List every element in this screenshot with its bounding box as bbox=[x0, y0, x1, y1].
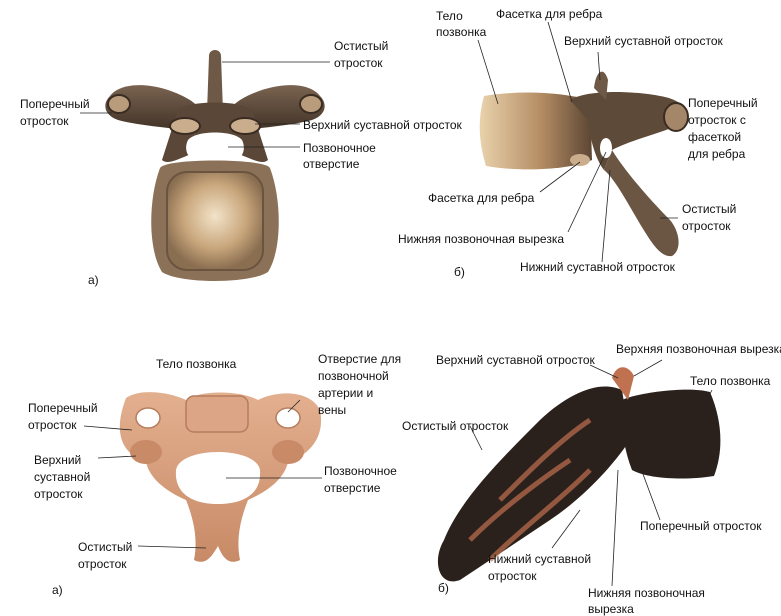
label-transverse-1b: отросток bbox=[20, 114, 69, 128]
panel-letter-4: б) bbox=[438, 581, 449, 595]
label-artery-3b: позвоночной bbox=[318, 369, 389, 383]
label-spinous-2b: отросток bbox=[682, 219, 731, 233]
label-spinous-4: Остистый отросток bbox=[402, 419, 509, 433]
lumbar-side-view bbox=[438, 367, 720, 581]
label-artery-3d: вены bbox=[318, 403, 346, 417]
panel-letter-1: а) bbox=[88, 273, 99, 287]
label-transverse-facet-2a: Поперечный bbox=[688, 96, 758, 110]
label-foramen-1a: Позвоночное bbox=[303, 141, 376, 155]
thoracic-side-view bbox=[480, 72, 688, 257]
label-rib-facet-2top: Фасетка для ребра bbox=[496, 7, 603, 21]
label-inferior-articular-4a: Нижний суставной bbox=[488, 552, 591, 566]
label-superior-articular-1: Верхний суставной отросток bbox=[303, 118, 462, 132]
label-spinous-3b: отросток bbox=[78, 557, 127, 571]
label-spinous-3a: Остистый bbox=[78, 540, 132, 554]
label-body-2a: Тело bbox=[436, 9, 463, 23]
label-foramen-3a: Позвоночное bbox=[324, 464, 397, 478]
label-spinous-2a: Остистый bbox=[682, 202, 736, 216]
label-inferior-articular-4b: отросток bbox=[488, 569, 537, 583]
label-transverse-4: Поперечный отросток bbox=[640, 519, 762, 533]
label-inferior-notch-2: Нижняя позвоночная вырезка bbox=[398, 232, 564, 246]
label-inferior-notch-4a: Нижняя позвоночная bbox=[588, 586, 705, 600]
side-spinous-shape bbox=[604, 150, 679, 256]
label-rib-facet-2bottom: Фасетка для ребра bbox=[428, 191, 535, 205]
label-body-4: Тело позвонка bbox=[690, 374, 771, 388]
label-body-3: Тело позвонка bbox=[156, 357, 237, 371]
label-transverse-1a: Поперечный bbox=[20, 97, 90, 111]
label-superior-notch-4: Верхняя позвоночная вырезка bbox=[616, 342, 781, 356]
label-transverse-3b: отросток bbox=[28, 418, 77, 432]
label-artery-3c: артерии и bbox=[318, 386, 373, 400]
label-spinous-1a: Остистый bbox=[334, 39, 388, 53]
label-artery-3a: Отверстие для bbox=[318, 352, 401, 366]
label-superior-articular-4: Верхний суставной отросток bbox=[436, 353, 595, 367]
label-foramen-1b: отверстие bbox=[303, 157, 360, 171]
label-superior-articular-2: Верхний суставной отросток bbox=[564, 34, 723, 48]
panel-letter-2: б) bbox=[454, 265, 465, 279]
label-transverse-facet-2d: для ребра bbox=[688, 147, 746, 161]
label-body-2b: позвонка bbox=[436, 25, 487, 39]
label-inferior-articular-2: Нижний суставной отросток bbox=[520, 260, 676, 274]
thoracic-top-view bbox=[105, 50, 324, 281]
cervical-top-view bbox=[120, 392, 321, 562]
label-superior-articular-3a: Верхний bbox=[34, 453, 81, 467]
label-transverse-facet-2c: фасеткой bbox=[688, 130, 741, 144]
label-superior-articular-3b: суставной bbox=[34, 470, 90, 484]
label-foramen-3b: отверстие bbox=[324, 481, 381, 495]
label-spinous-1b: отросток bbox=[334, 56, 383, 70]
label-transverse-facet-2b: отросток с bbox=[688, 113, 746, 127]
label-transverse-3a: Поперечный bbox=[28, 401, 98, 415]
label-inferior-notch-4b: вырезка bbox=[588, 602, 634, 616]
label-superior-articular-3c: отросток bbox=[34, 487, 83, 501]
lumbar-body-shape bbox=[621, 390, 720, 479]
panel-letter-3: а) bbox=[52, 583, 63, 597]
